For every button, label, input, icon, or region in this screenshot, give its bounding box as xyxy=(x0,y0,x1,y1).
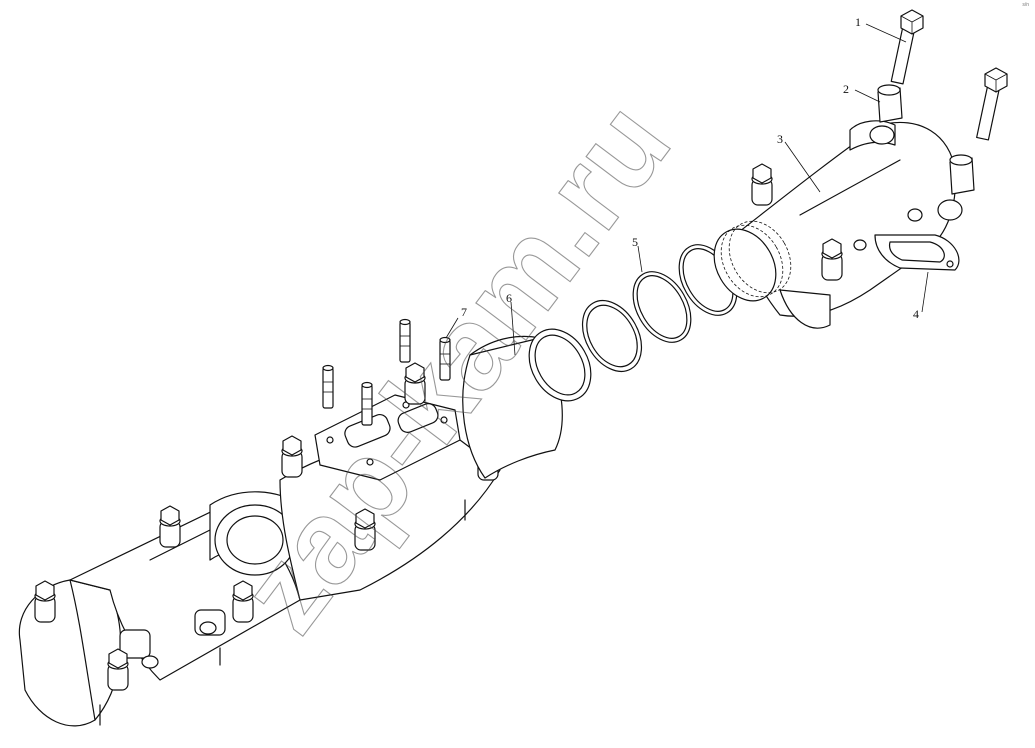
callout-2: 2 xyxy=(843,82,849,96)
callout-3: 3 xyxy=(777,132,783,146)
upper-manifold xyxy=(713,120,963,329)
callout-1: 1 xyxy=(855,15,861,29)
callout-4: 4 xyxy=(913,307,919,321)
lower-manifold xyxy=(18,394,501,727)
callouts: 1 2 3 4 5 6 7 xyxy=(461,15,919,321)
callout-7: 7 xyxy=(461,305,467,319)
leader-lines xyxy=(445,23,929,356)
corner-mark: s/n xyxy=(1022,2,1029,8)
callout-5: 5 xyxy=(632,235,638,249)
callout-6: 6 xyxy=(506,291,512,305)
bolts-and-spacers xyxy=(877,9,1008,195)
gasket xyxy=(874,234,960,271)
